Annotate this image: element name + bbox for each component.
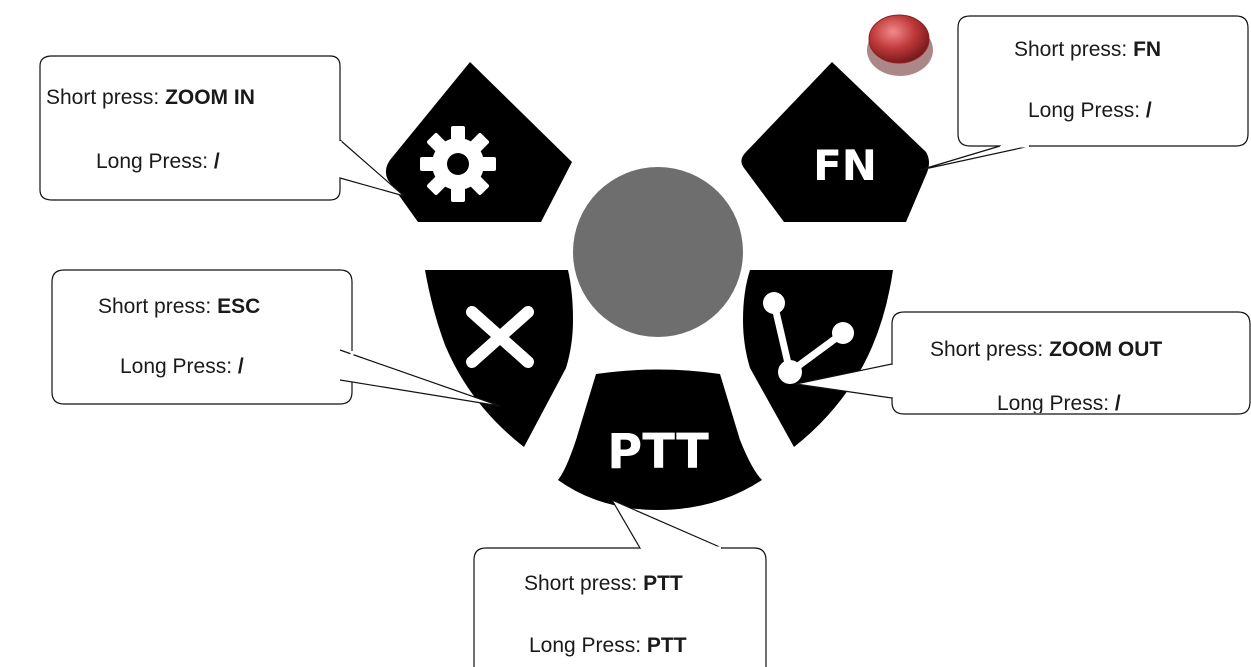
esc-long-press: Long Press: / [120,355,244,378]
settings-button[interactable] [385,62,572,222]
zoom-out-button[interactable] [743,270,893,447]
ptt-button-label: PTT [607,424,709,480]
callout-zoom-out [795,311,1251,415]
close-icon [466,306,534,368]
fn-button[interactable]: FN [741,62,929,222]
zoom-out-short-press: Short press: ZOOM OUT [930,338,1163,361]
esc-button[interactable] [425,270,573,447]
branch-icon [763,292,854,384]
callout-ptt [473,498,767,667]
zoom-out-long-clip: Long Press: / [893,392,1249,413]
zoom-in-short-press: Short press: ZOOM IN [46,86,255,109]
esc-short-press: Short press: ESC [98,295,261,318]
fn-long-press: Long Press: / [1028,99,1152,122]
zoom-out-long-press: Long Press: / [997,392,1121,413]
ptt-long-press: Long Press: PTT [529,634,687,657]
callout-esc [51,269,501,407]
ptt-button[interactable]: PTT [558,369,762,511]
fn-button-label: FN [813,141,877,190]
gear-icon [420,126,496,202]
ptt-short-press: Short press: PTT [524,572,683,595]
callout-zoom-in [39,55,405,201]
center-button[interactable] [573,167,743,337]
ptt-long-clip: Long Press: PTT [475,630,765,667]
zoom-in-long-press: Long Press: / [96,150,220,173]
status-indicator [867,14,933,76]
callout-fn [919,15,1249,171]
fn-short-press: Short press: FN [1014,38,1162,61]
